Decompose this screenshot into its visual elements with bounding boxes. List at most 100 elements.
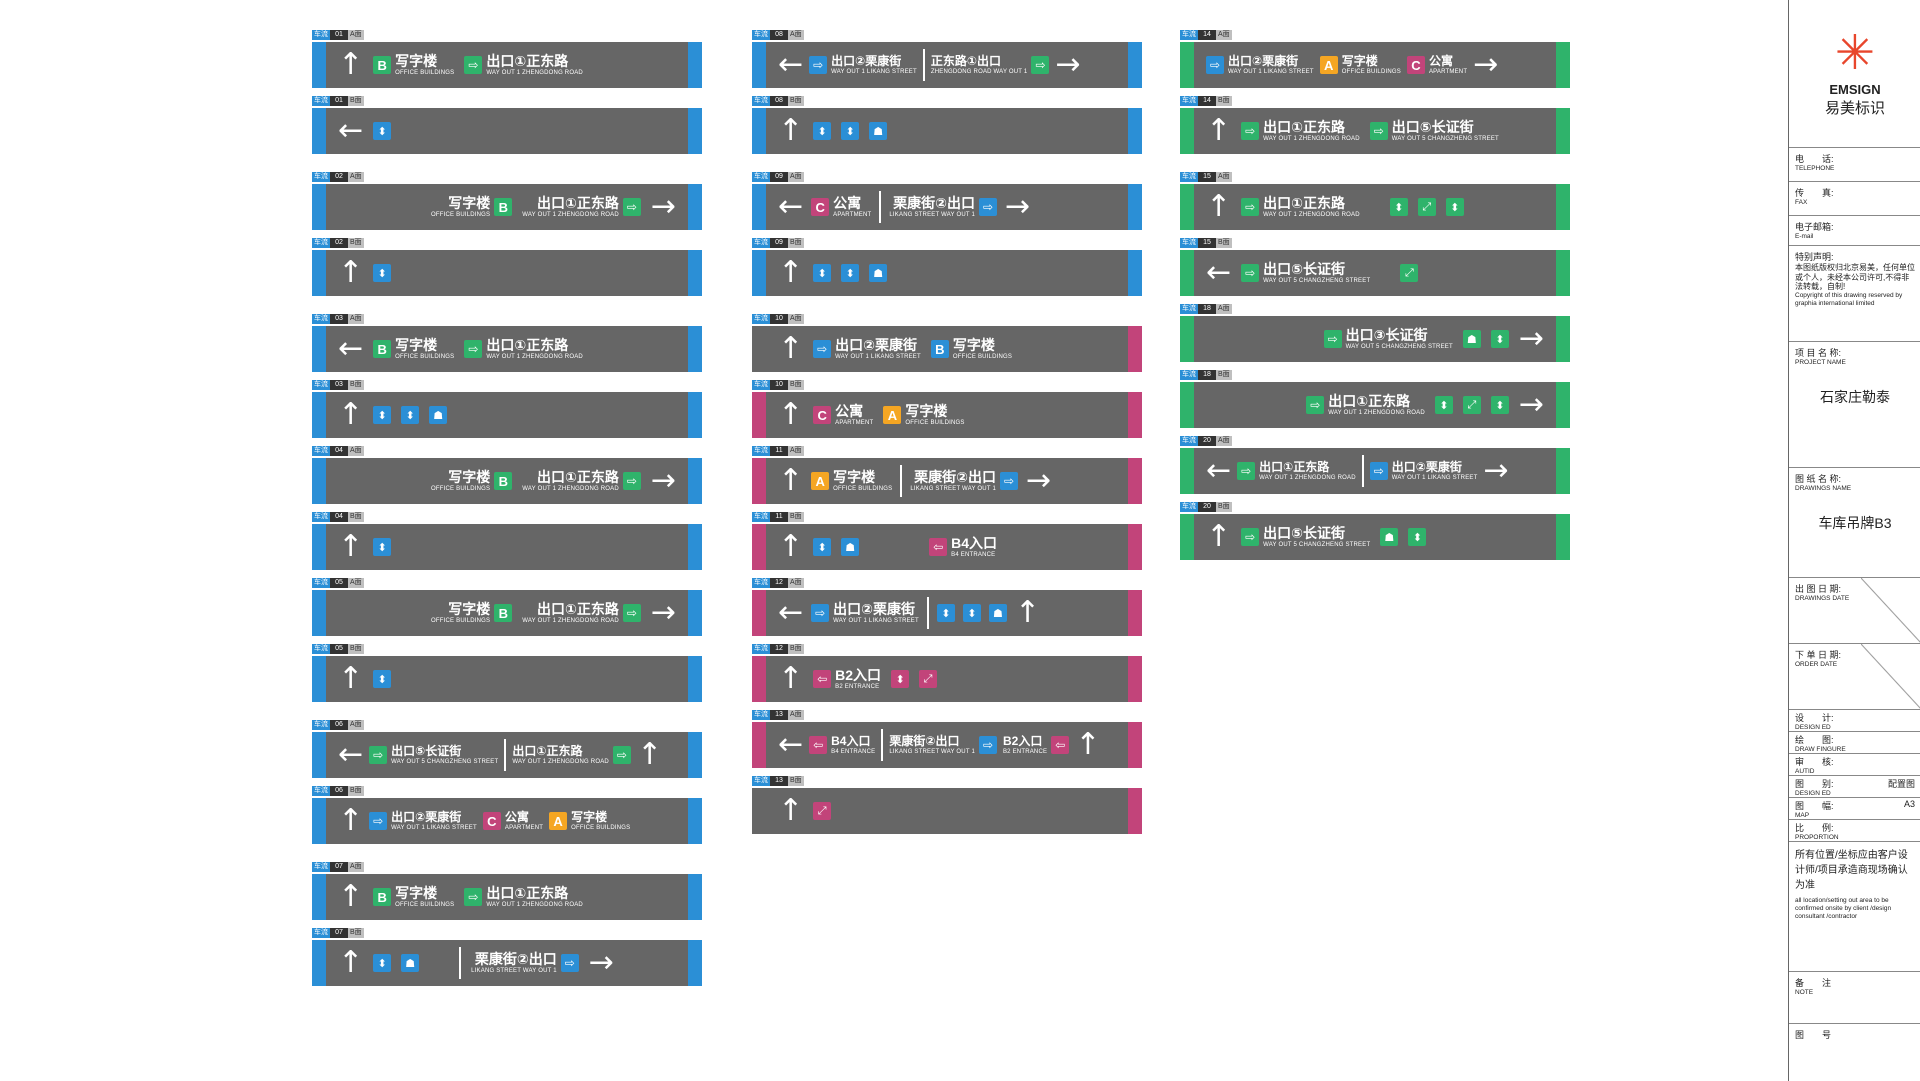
sign-number: 07: [330, 862, 348, 872]
sign-cap: [1180, 382, 1194, 428]
arrow-up-icon: ↑: [338, 255, 364, 290]
car-label: 车流: [312, 172, 330, 182]
sign-cap: [1180, 108, 1194, 154]
arrow-up-icon: ↑: [1014, 595, 1041, 630]
sign-number: 02: [330, 238, 348, 248]
sign-cap: [1128, 590, 1142, 636]
office-cn: 写字楼: [905, 403, 948, 419]
divider: [922, 49, 925, 81]
b4-entrance-cn: B4入口: [951, 535, 998, 551]
notice-en: Copyright of this drawing reserved by gr…: [1795, 291, 1903, 307]
car-label: 车流: [312, 238, 330, 248]
face-label: B面: [1216, 238, 1232, 248]
sign-number: 01: [330, 96, 348, 106]
exit-icon: ⇨: [1031, 56, 1050, 74]
sign-number: 10: [770, 314, 788, 324]
exit-1-en: WAY OUT 1 ZHENGDONG ROAD: [522, 212, 619, 218]
drawing-date-row: 出 图 日 期:DRAWINGS DATE: [1789, 578, 1920, 644]
stairs-icon: ⬍: [936, 604, 955, 622]
sign-number: 08: [770, 96, 788, 106]
stairs-icon: ⬍: [373, 954, 392, 972]
hanging-sign: ↑ ⬍: [312, 524, 702, 570]
car-label: 车流: [752, 314, 770, 324]
exit-5-cn: 出口⑤长证街: [1391, 119, 1474, 135]
map-label-en: MAP: [1795, 812, 1810, 819]
stairs-icon: ⬍: [891, 670, 910, 688]
exit-2-en: WAY OUT 1 LIKANG STREET: [833, 618, 919, 624]
sign-cap: [688, 42, 702, 88]
sign-number: 18: [1198, 304, 1216, 314]
hanging-sign: ↑ ⬍: [312, 250, 702, 296]
exit-2-cn: 栗康街②出口: [474, 951, 557, 967]
arrow-right-icon: →: [1025, 463, 1052, 498]
car-label: 车流: [1180, 172, 1198, 182]
car-label: 车流: [752, 30, 770, 40]
office-cn: 写字楼: [1341, 54, 1378, 68]
b2-entrance-cn: B2入口: [835, 667, 882, 683]
drawing-label-en: DRAWINGS NAME: [1795, 485, 1852, 492]
sign-cap: [312, 458, 326, 504]
arrow-up-icon: ↑: [1206, 519, 1232, 554]
arrow-right-icon: →: [650, 463, 676, 498]
office-cn: 写字楼: [395, 885, 438, 901]
car-label: 车流: [312, 578, 330, 588]
sign-number: 12: [770, 578, 788, 588]
sign-cap: [752, 590, 766, 636]
sign-number: 07: [330, 928, 348, 938]
exit-2-en: LIKANG STREET WAY OUT 1: [889, 212, 976, 218]
sign-number: 11: [770, 512, 788, 522]
sign-number: 04: [330, 512, 348, 522]
audit-label-en: AUTID: [1795, 768, 1815, 775]
exit-icon: ⇨: [369, 812, 388, 830]
exit-1-en: WAY OUT 1 ZHENGDONG ROAD: [1263, 136, 1360, 142]
exit-2-en: WAY OUT 1 LIKANG STREET: [1228, 69, 1314, 75]
apartment-en: APARTMENT: [1428, 69, 1468, 75]
draw-label: 绘 图:: [1795, 735, 1834, 745]
confirm-cn: 所有位置/坐标应由客户设计师/项目承造商现场确认为准: [1795, 850, 1908, 891]
draw-label-en: DRAW FINGURE: [1795, 746, 1846, 753]
divider: [879, 191, 882, 223]
exit-2-en: WAY OUT 1 LIKANG STREET: [391, 825, 477, 831]
exit-icon: ⇨: [560, 954, 579, 972]
exit-2-cn: 出口②栗康街: [831, 54, 902, 68]
arrow-up-icon: ↑: [338, 661, 364, 696]
exit-icon: ⇨: [1306, 396, 1325, 414]
note-label: 备 注: [1795, 978, 1832, 988]
divider: [900, 465, 903, 497]
arrow-right-icon: →: [1518, 387, 1544, 422]
sign-cap: [1128, 184, 1142, 230]
exit-1-cn: 正东路①出口: [930, 54, 1002, 68]
sign-cap: [312, 590, 326, 636]
sign-number: 02: [330, 172, 348, 182]
telephone-label-en: TELEPHONE: [1795, 165, 1835, 172]
apartment-en: APARTMENT: [833, 212, 872, 218]
car-label: 车流: [1180, 436, 1198, 446]
